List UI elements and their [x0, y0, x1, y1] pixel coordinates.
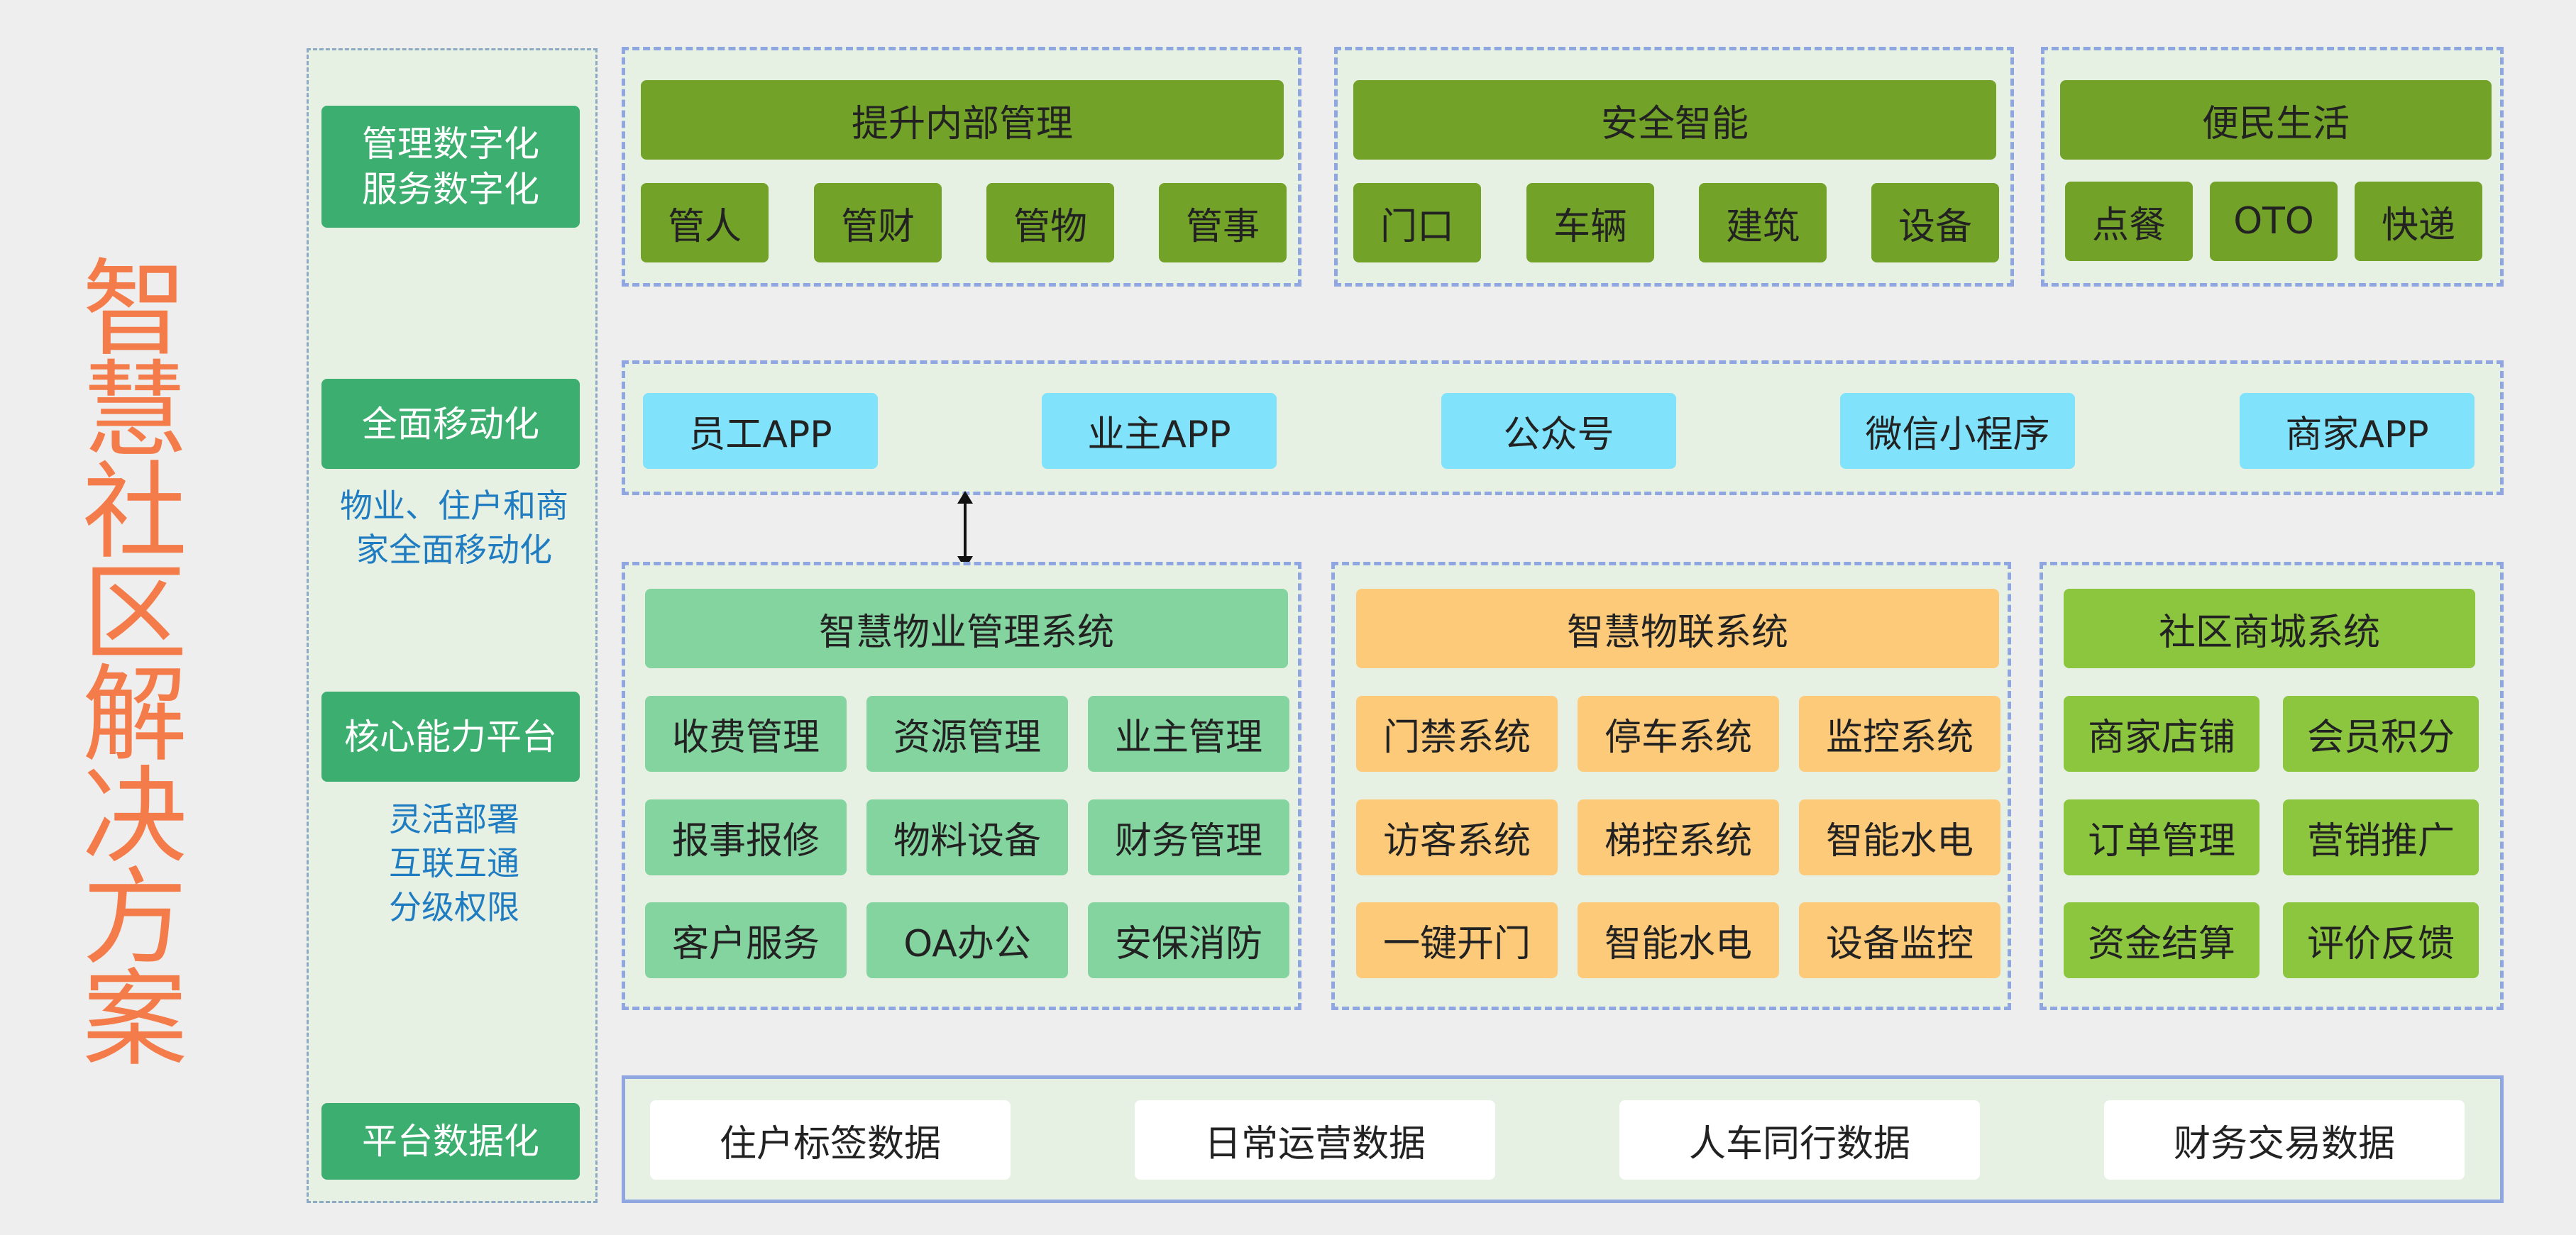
system-cell: 报事报修 [645, 799, 847, 875]
system-cell: 一键开门 [1356, 902, 1558, 978]
system-cell: 资源管理 [866, 696, 1068, 772]
system-header: 智慧物业管理系统 [645, 589, 1288, 668]
system-cell: 财务管理 [1088, 799, 1289, 875]
label-mobile: 全面移动化 [321, 379, 580, 469]
item-cell: 管物 [986, 183, 1114, 262]
data-cell: 财务交易数据 [2104, 1100, 2465, 1180]
group-convenience: 便民生活 点餐 OTO 快递 [2041, 47, 2504, 287]
title-char: 智 [82, 248, 187, 370]
system-cell: 业主管理 [1088, 696, 1289, 772]
data-cell: 住户标签数据 [650, 1100, 1011, 1180]
item-cell: 门口 [1353, 183, 1481, 262]
system-cell: 停车系统 [1578, 696, 1779, 772]
note-line: 互联互通 [389, 844, 519, 882]
system-cell: 评价反馈 [2283, 902, 2479, 978]
system-cell: 资金结算 [2064, 902, 2259, 978]
system-mall: 社区商城系统 商家店铺 会员积分 订单管理 营销推广 资金结算 评价反馈 [2040, 562, 2504, 1010]
item-cell: 管财 [814, 183, 942, 262]
system-cell: 监控系统 [1799, 696, 2000, 772]
title-char: 区 [82, 553, 187, 675]
note-line: 物业、住户和商 [340, 487, 568, 525]
label-core-platform: 核心能力平台 [321, 692, 580, 782]
data-cell: 日常运营数据 [1135, 1100, 1495, 1180]
system-cell: 客户服务 [645, 902, 847, 978]
main-title: 智 慧 社 区 解 决 方 案 [78, 248, 192, 1080]
app-cell: 业主APP [1042, 393, 1277, 469]
item-cell: 管人 [641, 183, 769, 262]
item-cell: 车辆 [1526, 183, 1654, 262]
note-core-platform: 灵活部署 互联互通 分级权限 [309, 797, 600, 929]
system-cell: 门禁系统 [1356, 696, 1558, 772]
system-cell: 会员积分 [2283, 696, 2479, 772]
group-header: 提升内部管理 [641, 80, 1284, 160]
group-safety: 安全智能 门口 车辆 建筑 设备 [1334, 47, 2014, 287]
system-cell: 梯控系统 [1578, 799, 1779, 875]
system-cell: OA办公 [866, 902, 1068, 978]
group-header: 便民生活 [2060, 80, 2492, 160]
system-iot: 智慧物联系统 门禁系统 停车系统 监控系统 访客系统 梯控系统 智能水电 一键开… [1331, 562, 2011, 1010]
system-cell: 订单管理 [2064, 799, 2259, 875]
item-cell: 设备 [1871, 183, 1999, 262]
item-cell: 快递 [2355, 182, 2482, 261]
app-cell: 微信小程序 [1840, 393, 2075, 469]
system-header: 智慧物联系统 [1356, 589, 1999, 668]
left-panel: 管理数字化 服务数字化 全面移动化 物业、住户和商 家全面移动化 核心能力平台 … [307, 48, 598, 1203]
system-cell: 安保消防 [1088, 902, 1289, 978]
group-internal-management: 提升内部管理 管人 管财 管物 管事 [622, 47, 1301, 287]
system-cell: 商家店铺 [2064, 696, 2259, 772]
title-char: 方 [82, 857, 187, 979]
title-char: 解 [82, 654, 187, 776]
title-char: 案 [82, 958, 187, 1080]
group-header: 安全智能 [1353, 80, 1996, 160]
app-cell: 员工APP [643, 393, 878, 469]
system-property: 智慧物业管理系统 收费管理 资源管理 业主管理 报事报修 物料设备 财务管理 客… [622, 562, 1301, 1010]
system-cell: 智能水电 [1578, 902, 1779, 978]
item-cell: 点餐 [2065, 182, 2193, 261]
system-cell: 收费管理 [645, 696, 847, 772]
app-cell: 公众号 [1441, 393, 1676, 469]
system-cell: 设备监控 [1799, 902, 2000, 978]
label-line: 服务数字化 [362, 169, 539, 210]
double-arrow-icon [957, 491, 973, 569]
note-line: 家全面移动化 [356, 531, 552, 569]
system-cell: 访客系统 [1356, 799, 1558, 875]
title-char: 决 [82, 755, 187, 877]
apps-row: 员工APP 业主APP 公众号 微信小程序 商家APP [622, 360, 2504, 495]
title-char: 社 [82, 451, 187, 573]
note-line: 灵活部署 [389, 800, 519, 838]
data-cell: 人车同行数据 [1619, 1100, 1980, 1180]
item-cell: OTO [2210, 182, 2338, 261]
item-cell: 管事 [1159, 183, 1287, 262]
title-char: 慧 [82, 350, 187, 472]
system-cell: 营销推广 [2283, 799, 2479, 875]
label-digitalization: 管理数字化 服务数字化 [321, 106, 580, 228]
system-cell: 物料设备 [866, 799, 1068, 875]
item-cell: 建筑 [1699, 183, 1827, 262]
data-row: 住户标签数据 日常运营数据 人车同行数据 财务交易数据 [622, 1075, 2504, 1203]
system-header: 社区商城系统 [2064, 589, 2475, 668]
note-mobile: 物业、住户和商 家全面移动化 [309, 484, 600, 572]
system-cell: 智能水电 [1799, 799, 2000, 875]
label-data: 平台数据化 [321, 1103, 580, 1180]
app-cell: 商家APP [2240, 393, 2475, 469]
note-line: 分级权限 [389, 888, 519, 926]
label-line: 管理数字化 [362, 123, 539, 165]
